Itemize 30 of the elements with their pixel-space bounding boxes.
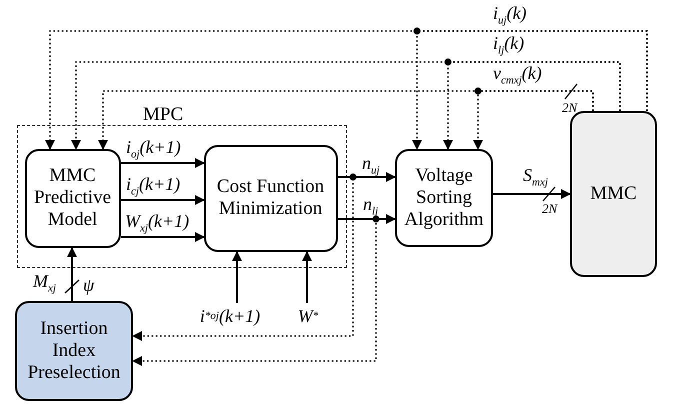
arrow (338, 214, 396, 224)
arrow (493, 189, 571, 199)
edge-label: i$_{oj}$(k+1) (125, 138, 182, 161)
edge-label: M$_{xj}$ (32, 272, 57, 295)
feedback-arrow (443, 61, 621, 150)
group-heading: MPC (143, 105, 184, 124)
arrow (232, 251, 242, 303)
bus-width-label: 2N (541, 202, 558, 215)
arrow (338, 172, 396, 182)
feedback-arrow (473, 90, 594, 150)
process-box: MMC Predictive Model (24, 148, 120, 248)
process-box: Voltage Sorting Algorithm (395, 149, 493, 247)
edge-label: S$_{mxj}$ (522, 166, 549, 189)
edge-label: v$_{cmxj}$(k) (492, 64, 543, 87)
edge-label: W$_{xj}$(k+1) (124, 212, 190, 235)
arrow (121, 232, 205, 242)
feedback-arrow (412, 30, 648, 150)
process-box: Cost Function Minimization (204, 144, 338, 252)
edge-label: i$_{cj}$(k+1) (125, 175, 182, 198)
edge-label: n$_{uj}$ (361, 154, 381, 177)
arrow (67, 247, 77, 301)
bus-width-label: ψ (82, 276, 96, 294)
arrow (121, 195, 205, 205)
edge-label: i$_{uj}$(k) (492, 4, 528, 27)
process-box: Insertion Index Preselection (15, 301, 133, 401)
edge-label: i$_{lj}$(k) (492, 34, 526, 57)
arrow (121, 158, 205, 168)
converter-box: MMC (570, 111, 657, 277)
arrow (302, 251, 312, 303)
bus-width-label: 2N (561, 101, 578, 114)
